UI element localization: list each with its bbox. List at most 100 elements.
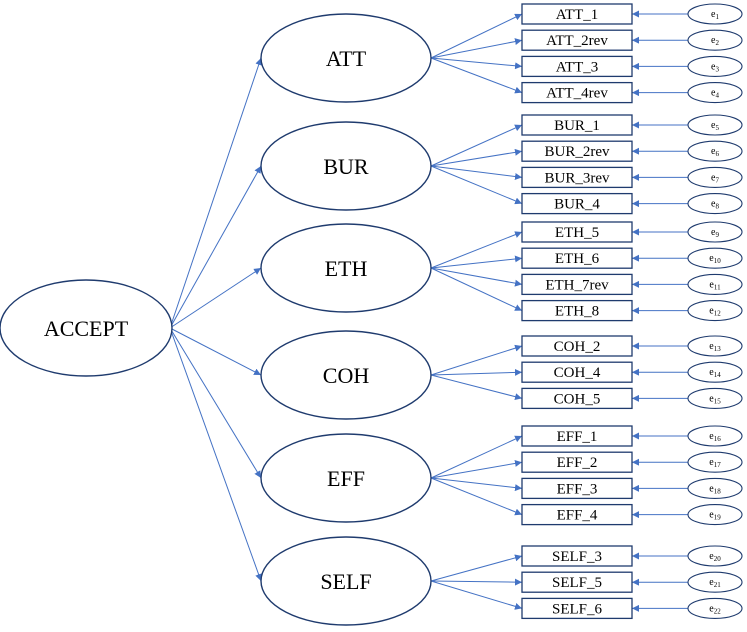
path-self-self-5 bbox=[430, 578, 523, 586]
error-label: e4 bbox=[711, 88, 719, 100]
indicator-eff-2: EFF_2 bbox=[521, 451, 633, 473]
indicator-coh-4: COH_4 bbox=[521, 361, 633, 383]
indicator-self-3: SELF_3 bbox=[521, 545, 633, 567]
error-letter: e bbox=[709, 483, 714, 494]
error-letter: e bbox=[711, 35, 716, 46]
indicator-eth-6: ETH_6 bbox=[521, 247, 633, 269]
path-bur-bur-4 bbox=[430, 165, 523, 205]
error-letter: e bbox=[709, 603, 714, 614]
error-index: 17 bbox=[714, 461, 722, 469]
latent-label: ETH bbox=[325, 256, 368, 281]
error-letter: e bbox=[709, 457, 714, 468]
path-att-att-4rev bbox=[430, 57, 523, 94]
indicator-box bbox=[521, 114, 633, 136]
indicator-box bbox=[521, 387, 633, 410]
error-index: 5 bbox=[715, 124, 719, 132]
error-ellipse bbox=[687, 273, 743, 295]
indicator-box bbox=[521, 81, 633, 104]
latent-self: SELF bbox=[260, 536, 432, 626]
indicator-box bbox=[521, 503, 633, 526]
error-letter: e bbox=[709, 393, 714, 404]
path-eff-eff-3 bbox=[430, 477, 523, 492]
latent-bur: BUR bbox=[260, 121, 432, 211]
path-eff-eff-4 bbox=[430, 477, 523, 516]
latent-eth: ETH bbox=[260, 223, 432, 313]
indicator-bur-1: BUR_1 bbox=[521, 114, 633, 136]
indicator-box bbox=[521, 221, 633, 243]
error-index: 1 bbox=[715, 13, 719, 21]
path-accept-self bbox=[169, 327, 262, 582]
latent-ellipse bbox=[260, 121, 432, 211]
latent-ellipse bbox=[260, 536, 432, 626]
error-label: e11 bbox=[709, 279, 721, 291]
path-self-self-3 bbox=[430, 554, 523, 582]
error-label: e2 bbox=[711, 35, 719, 47]
error-index: 9 bbox=[715, 231, 719, 239]
error-label: e12 bbox=[709, 306, 721, 318]
path-eth-eth-6 bbox=[430, 255, 523, 269]
error-ellipse bbox=[687, 387, 743, 409]
indicator-box bbox=[521, 477, 633, 500]
error-index: 15 bbox=[714, 397, 722, 405]
indicator-att-1: ATT_1 bbox=[521, 3, 633, 25]
indicator-label: ETH_7rev bbox=[545, 277, 609, 293]
error-label: e1 bbox=[711, 9, 719, 21]
error-label: e19 bbox=[709, 510, 721, 522]
indicator-coh-2: COH_2 bbox=[521, 335, 633, 357]
error-ellipse bbox=[687, 300, 743, 322]
error-term-20: e20 bbox=[687, 545, 743, 567]
indicator-box bbox=[521, 335, 633, 357]
indicator-bur-3rev: BUR_3rev bbox=[521, 166, 633, 189]
path-coh-coh-4 bbox=[430, 368, 523, 376]
error-label: e13 bbox=[709, 341, 721, 353]
latent-label: EFF bbox=[327, 466, 365, 491]
indicator-box bbox=[521, 247, 633, 269]
error-letter: e bbox=[709, 431, 714, 442]
path-att-att-1 bbox=[430, 13, 523, 59]
error-term-19: e19 bbox=[687, 504, 743, 526]
error-ellipse bbox=[687, 477, 743, 499]
error-label: e5 bbox=[711, 120, 719, 132]
error-letter: e bbox=[711, 146, 716, 157]
error-index: 22 bbox=[714, 607, 722, 615]
error-index: 19 bbox=[714, 514, 722, 522]
latent-ellipse bbox=[260, 433, 432, 523]
indicator-att-2rev: ATT_2rev bbox=[521, 29, 633, 51]
indicator-label: SELF_5 bbox=[552, 575, 602, 591]
latent-ellipse bbox=[260, 223, 432, 313]
error-label: e3 bbox=[711, 61, 719, 73]
error-ellipse bbox=[687, 3, 743, 25]
latent-att: ATT bbox=[260, 13, 432, 103]
indicator-label: EFF_1 bbox=[557, 429, 598, 445]
error-letter: e bbox=[711, 9, 716, 20]
error-ellipse bbox=[687, 140, 743, 162]
indicator-label: ATT_3 bbox=[556, 59, 599, 75]
path-accept-coh bbox=[169, 327, 262, 376]
path-bur-bur-3rev bbox=[430, 165, 523, 181]
error-index: 10 bbox=[714, 257, 722, 265]
error-term-2: e2 bbox=[687, 29, 743, 51]
error-term-3: e3 bbox=[687, 55, 743, 77]
error-label: e18 bbox=[709, 483, 721, 495]
indicator-box bbox=[521, 597, 633, 620]
error-ellipse bbox=[687, 247, 743, 269]
error-letter: e bbox=[711, 61, 716, 72]
error-ellipse bbox=[687, 29, 743, 51]
indicator-box bbox=[521, 299, 633, 322]
indicator-label: BUR_4 bbox=[554, 197, 600, 213]
error-index: 16 bbox=[714, 435, 722, 443]
indicator-bur-2rev: BUR_2rev bbox=[521, 140, 633, 162]
error-letter: e bbox=[709, 279, 714, 290]
error-index: 7 bbox=[715, 176, 719, 184]
error-term-21: e21 bbox=[687, 571, 743, 593]
path-bur-bur-1 bbox=[430, 124, 523, 167]
latent-label: ATT bbox=[326, 46, 367, 71]
error-letter: e bbox=[709, 253, 714, 264]
error-letter: e bbox=[709, 367, 714, 378]
error-term-15: e15 bbox=[687, 387, 743, 409]
error-ellipse bbox=[687, 193, 743, 215]
indicator-label: EFF_2 bbox=[557, 455, 598, 471]
error-term-18: e18 bbox=[687, 477, 743, 499]
error-index: 4 bbox=[715, 92, 719, 100]
